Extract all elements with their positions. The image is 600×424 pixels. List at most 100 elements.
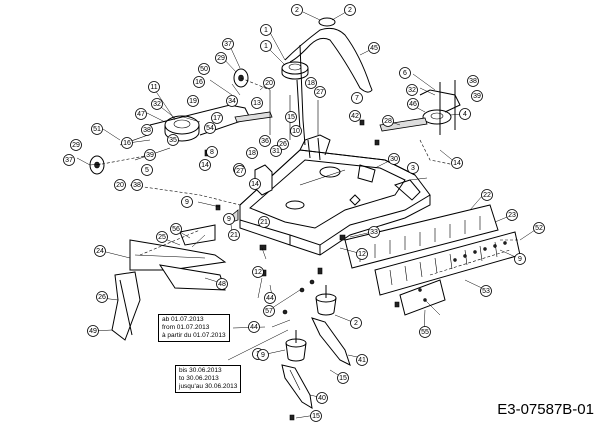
callout-16: 16: [193, 76, 205, 88]
svg-text:6: 6: [403, 70, 407, 77]
callout-27: 27: [314, 86, 326, 98]
callout-27: 27: [234, 165, 246, 177]
svg-text:15: 15: [287, 114, 295, 121]
svg-text:56: 56: [172, 226, 180, 233]
callout-9: 9: [514, 253, 526, 265]
callout-42: 42: [349, 110, 361, 122]
svg-text:53: 53: [482, 288, 490, 295]
callout-30: 30: [388, 153, 400, 165]
callout-16: 16: [121, 137, 133, 149]
callout-56: 56: [170, 223, 182, 235]
svg-text:48: 48: [218, 281, 226, 288]
callout-46: 46: [407, 98, 419, 110]
callout-31: 31: [270, 145, 282, 157]
svg-text:1: 1: [264, 43, 268, 50]
deck-frame: [231, 134, 431, 256]
callout-47: 47: [135, 108, 147, 120]
callout-14: 14: [249, 178, 261, 190]
svg-text:13: 13: [253, 100, 261, 107]
callout-20: 20: [114, 179, 126, 191]
callout-45: 45: [368, 42, 380, 54]
callout-2: 2: [350, 317, 362, 329]
svg-text:41: 41: [358, 357, 366, 364]
svg-text:2: 2: [354, 320, 358, 327]
callout-32: 32: [406, 84, 418, 96]
svg-text:14: 14: [251, 181, 259, 188]
callout-41: 41: [356, 354, 368, 366]
callout-3: 3: [407, 162, 419, 174]
svg-text:28: 28: [384, 118, 392, 125]
svg-text:32: 32: [153, 101, 161, 108]
svg-text:35: 35: [169, 137, 177, 144]
effective-until-note: bis 30.06.2013 to 30.06.2013 jusqu'au 30…: [175, 365, 242, 393]
callout-22: 22: [481, 189, 493, 201]
callout-18: 18: [305, 77, 317, 89]
callout-49: 49: [87, 325, 99, 337]
callout-38: 38: [131, 179, 143, 191]
svg-text:9: 9: [227, 216, 231, 223]
svg-text:20: 20: [116, 182, 124, 189]
svg-text:14: 14: [201, 162, 209, 169]
callout-44: 44: [248, 321, 260, 333]
callout-44: 44: [264, 292, 276, 304]
svg-text:38: 38: [469, 78, 477, 85]
callout-4: 4: [459, 108, 471, 120]
svg-text:18: 18: [307, 80, 315, 87]
svg-text:10: 10: [292, 128, 300, 135]
svg-text:26: 26: [279, 141, 287, 148]
callout-2: 2: [291, 4, 303, 16]
note-from-de: ab 01.07.2013: [162, 316, 204, 323]
note-until-en: to 30.06.2013: [179, 375, 219, 382]
callout-17: 17: [211, 112, 223, 124]
callout-5: 5: [141, 164, 153, 176]
callout-35: 35: [167, 134, 179, 146]
callout-14: 14: [451, 157, 463, 169]
svg-text:21: 21: [260, 219, 268, 226]
svg-text:27: 27: [236, 168, 244, 175]
svg-text:9: 9: [185, 199, 189, 206]
callout-18: 18: [246, 147, 258, 159]
svg-text:5: 5: [145, 167, 149, 174]
svg-text:3: 3: [411, 165, 415, 172]
note-until-de: bis 30.06.2013: [179, 367, 222, 374]
svg-text:4: 4: [463, 111, 467, 118]
svg-text:11: 11: [150, 84, 157, 91]
svg-text:19: 19: [189, 98, 197, 105]
callout-57: 57: [263, 305, 275, 317]
svg-text:50: 50: [200, 66, 208, 73]
drive-belt-assembly: [281, 17, 373, 146]
svg-text:34: 34: [228, 98, 236, 105]
svg-text:17: 17: [213, 115, 221, 122]
note-from-en: from 01.07.2013: [162, 324, 210, 331]
svg-text:38: 38: [133, 182, 141, 189]
svg-text:22: 22: [483, 192, 491, 199]
callout-13: 13: [251, 97, 263, 109]
svg-text:15: 15: [312, 413, 320, 420]
callout-10: 10: [290, 125, 302, 137]
svg-text:52: 52: [535, 225, 543, 232]
callout-8: 8: [206, 146, 218, 158]
svg-text:18: 18: [248, 150, 256, 157]
svg-text:40: 40: [318, 395, 326, 402]
callout-34: 34: [226, 95, 238, 107]
callout-39: 39: [144, 149, 156, 161]
svg-text:37: 37: [224, 41, 232, 48]
callout-15: 15: [285, 111, 297, 123]
svg-text:16: 16: [123, 140, 131, 147]
note-from-fr: à partir du 01.07.2013: [162, 332, 226, 339]
callout-29: 29: [215, 52, 227, 64]
callout-9: 9: [223, 213, 235, 225]
callout-26: 26: [277, 138, 289, 150]
svg-text:9: 9: [518, 256, 522, 263]
svg-text:47: 47: [137, 111, 145, 118]
svg-text:49: 49: [89, 328, 97, 335]
callout-37: 37: [222, 38, 234, 50]
callout-28: 28: [382, 115, 394, 127]
svg-text:1: 1: [264, 27, 268, 34]
callout-37: 37: [63, 154, 75, 166]
svg-text:42: 42: [351, 113, 359, 120]
callout-14: 14: [199, 159, 211, 171]
side-shields: [344, 204, 521, 316]
